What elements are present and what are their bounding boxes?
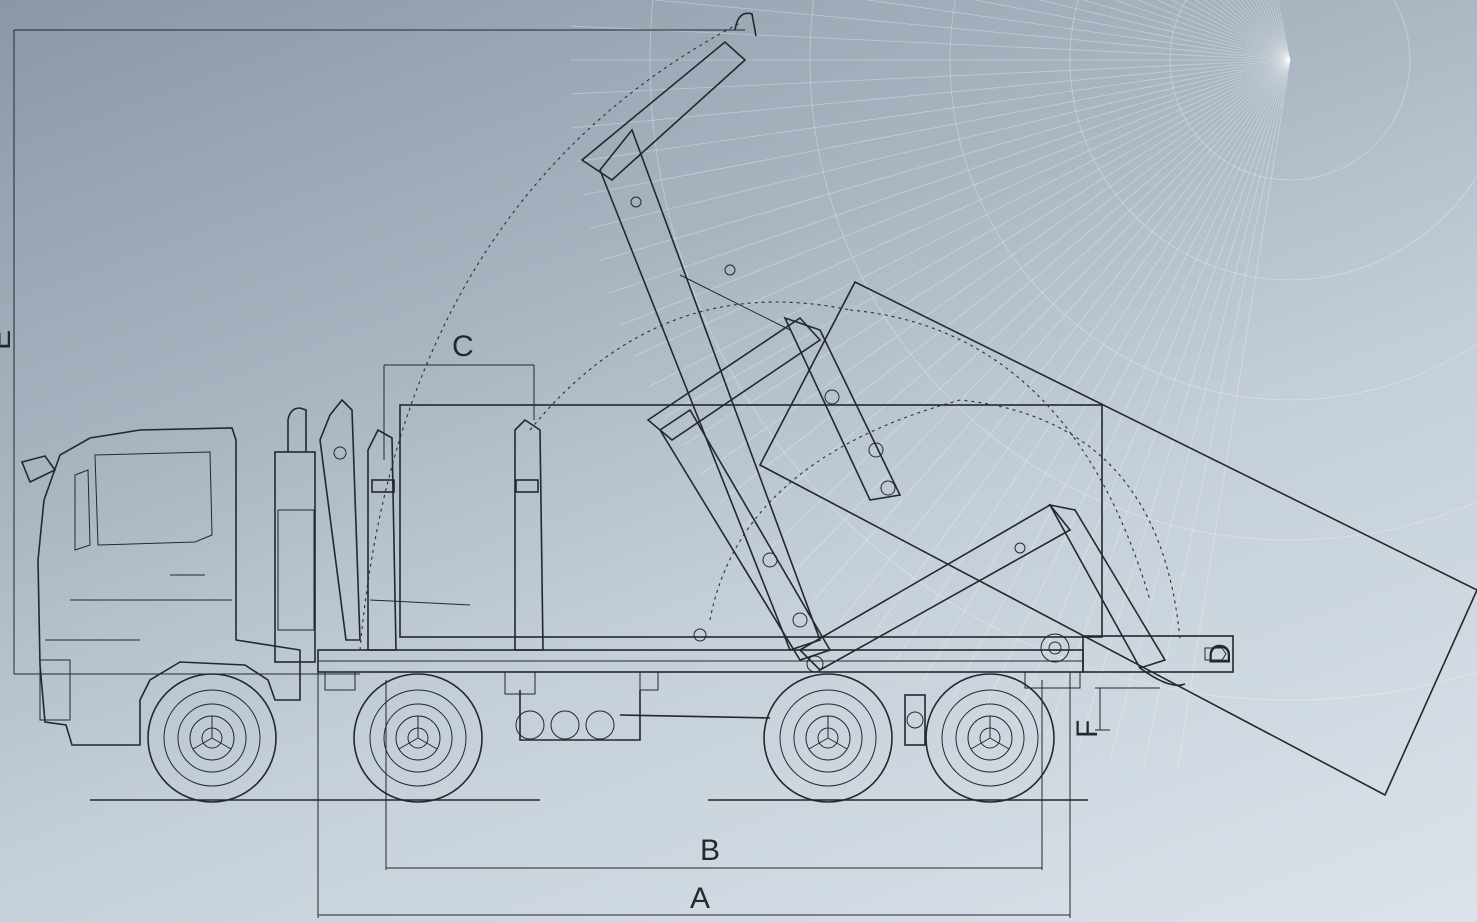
- truck-cab: [20, 407, 316, 746]
- label-c: C: [452, 330, 474, 363]
- front-stabilizer-arms: [319, 398, 544, 651]
- swing-arcs: [359, 21, 1181, 651]
- wheels: [147, 673, 1055, 803]
- container-stowed: [399, 404, 1103, 638]
- label-e: E: [0, 330, 17, 350]
- dimension-b: [385, 680, 1043, 870]
- dimension-c: [383, 364, 535, 460]
- label-b: B: [700, 834, 720, 867]
- label-d: D: [1204, 643, 1237, 665]
- dimension-f: [1095, 687, 1160, 731]
- lift-arm-mid: [646, 316, 902, 661]
- wheel: [353, 673, 483, 803]
- rear-stabilizer: [904, 694, 926, 746]
- container-tilted: [758, 280, 1477, 797]
- dimension-a: [317, 672, 1071, 918]
- label-f: F: [1071, 720, 1104, 738]
- wheel: [147, 673, 277, 803]
- lift-arm-low: [693, 503, 1186, 687]
- label-a: A: [690, 882, 710, 915]
- main-lift-arm-raised: [580, 12, 822, 651]
- wheel: [763, 673, 893, 803]
- wheel: [925, 673, 1055, 803]
- chassis-frame: [317, 635, 1234, 741]
- background-grid: [570, 0, 1477, 772]
- dimension-e: [13, 29, 745, 675]
